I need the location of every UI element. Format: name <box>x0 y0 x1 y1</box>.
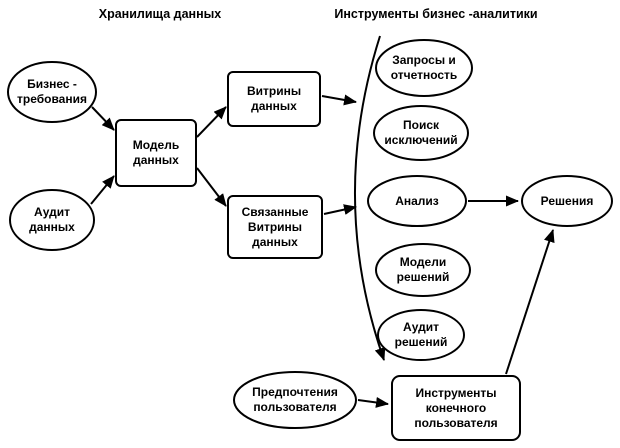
node-business-requirements-shape <box>7 61 97 123</box>
node-data-marts-shape <box>227 71 321 127</box>
node-decision-models-shape <box>375 243 471 297</box>
arrow-linked-data-marts-to-tools-group <box>323 204 357 215</box>
arrow-data-model-to-linked-data-marts <box>196 167 227 207</box>
arrow-data-marts-to-tools-group <box>321 94 357 106</box>
node-decisions-shape <box>521 175 613 227</box>
arrow-user-preferences-to-end-user-tools <box>357 396 389 408</box>
section-title-data-warehouses: Хранилища данных <box>98 7 222 21</box>
arrow-business-requirements-to-data-model <box>91 106 115 131</box>
node-analysis-shape <box>367 175 467 227</box>
arrow-data-model-to-data-marts <box>196 106 227 138</box>
section-title-bi-tools: Инструменты бизнес -аналитики <box>334 7 538 21</box>
node-queries-reporting-shape <box>375 39 473 97</box>
arrow-end-user-tools-to-decisions <box>505 229 555 375</box>
curve-tools-group-to-end-user-tools <box>353 35 386 361</box>
node-end-user-tools-shape <box>391 375 521 441</box>
node-data-audit-shape <box>9 189 95 251</box>
node-linked-data-marts-shape <box>227 195 323 259</box>
node-decision-audit-shape <box>377 309 465 361</box>
node-user-preferences-shape <box>233 371 357 429</box>
arrow-data-audit-to-data-model <box>90 175 115 205</box>
node-exception-search-shape <box>373 105 469 161</box>
node-data-model-shape <box>115 119 197 187</box>
